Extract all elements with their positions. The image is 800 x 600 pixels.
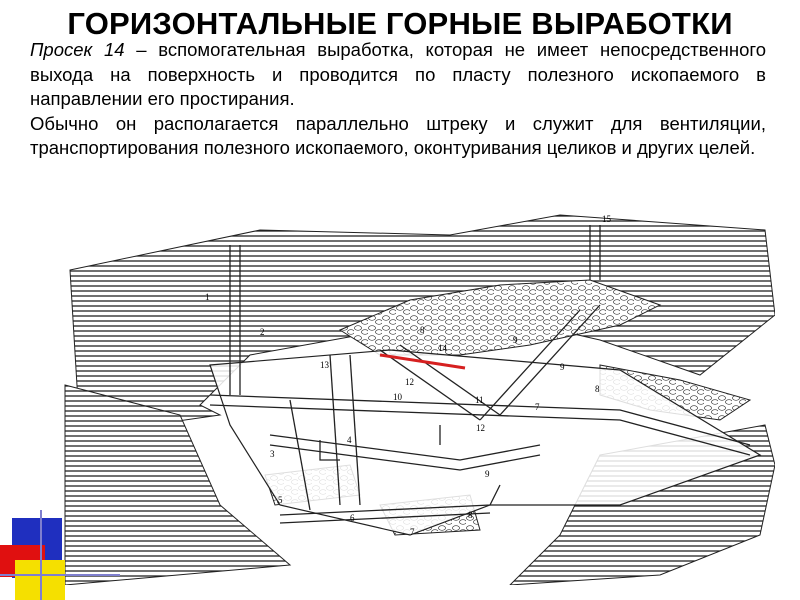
diagram-label: 11 <box>475 395 484 405</box>
diagram-label: 9 <box>513 335 518 345</box>
diagram-label: 8 <box>468 510 473 520</box>
deco-line-vertical <box>40 510 42 600</box>
prosek-14-highlight <box>379 353 466 370</box>
diagram-label: 7 <box>535 402 540 412</box>
diagram-label: 9 <box>560 362 565 372</box>
diagram-label: 1 <box>205 292 210 302</box>
diagram-label: 8 <box>420 325 425 335</box>
diagram-labels: 1 2 3 4 5 6 7 8 9 10 11 12 13 14 15 7 8 … <box>205 214 612 537</box>
diagram-label: 14 <box>438 343 448 353</box>
diagram-label: 8 <box>595 384 600 394</box>
diagram-label: 10 <box>393 392 403 402</box>
diagram-label: 4 <box>347 435 352 445</box>
body-text: Просек 14 – вспомогательная выработка, к… <box>30 38 766 161</box>
diagram-label: 15 <box>602 214 612 224</box>
diagram-label: 9 <box>485 469 490 479</box>
diagram-label: 2 <box>260 327 265 337</box>
diagram-label: 3 <box>270 449 275 459</box>
floor-plane <box>209 349 762 536</box>
diagram-label: 12 <box>476 423 485 433</box>
diagram-label: 6 <box>350 513 355 523</box>
term-prosek: Просек 14 <box>30 39 125 60</box>
paragraph-usage: Обычно он располагается параллельно штре… <box>30 112 766 159</box>
diagram-label: 5 <box>278 495 283 505</box>
mine-workings-diagram: 1 2 3 4 5 6 7 8 9 10 11 12 13 14 15 7 8 … <box>64 214 775 585</box>
slide-title: ГОРИЗОНТАЛЬНЫЕ ГОРНЫЕ ВЫРАБОТКИ <box>67 6 733 41</box>
definition-text: – вспомогательная выработка, которая не … <box>30 39 766 109</box>
diagram-label: 13 <box>320 360 330 370</box>
paragraph-definition: Просек 14 – вспомогательная выработка, к… <box>30 38 766 112</box>
deco-line-horizontal <box>0 574 120 576</box>
diagram-label: 12 <box>405 377 414 387</box>
decorative-corner <box>0 510 120 600</box>
galleries <box>209 225 751 524</box>
diagram-label: 7 <box>410 527 415 537</box>
